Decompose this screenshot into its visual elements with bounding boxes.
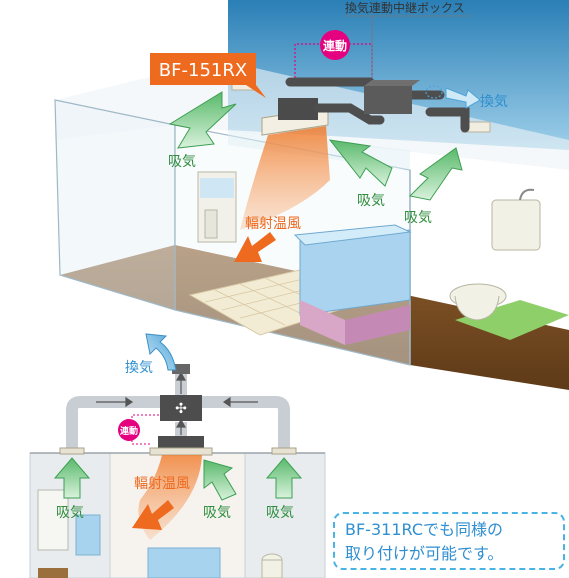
interlock-badge-schematic: 連動 [118,419,140,441]
note-line-2: 取り付けが可能です。 [345,544,504,563]
intake-arrow-schematic-left [53,457,91,499]
exhaust-arrow-top [445,87,481,109]
intake-label-schematic-right: 吸気 [266,505,294,521]
intake-arrow-top-center [328,139,393,187]
intake-arrow-schematic-right [265,457,303,499]
exhaust-arrow-schematic [145,333,177,371]
intake-label-top-right: 吸気 [404,210,432,226]
note-line-1: BF-311RCでも同様の [345,520,503,539]
relay-box-label: 換気連動中継ボックス [345,0,465,15]
intake-arrow-top-right [408,147,463,201]
svg-text:✣: ✣ [175,401,187,417]
warm-air-label-top: 輻射温風 [245,216,301,232]
model-label: BF-151RX [159,60,247,81]
interlock-label-schematic: 連動 [120,425,138,437]
intake-label-schematic-center: 吸気 [203,505,231,521]
intake-arrow-top-left [168,91,237,149]
model-badge: BF-151RX [150,53,266,98]
exhaust-label-schematic: 換気 [125,360,153,376]
intake-arrow-schematic-center [203,459,237,501]
intake-label-top-left: 吸気 [168,154,196,170]
intake-label-top-center: 吸気 [357,193,385,209]
intake-label-schematic-left: 吸気 [56,505,84,521]
warm-air-label-schematic: 輻射温風 [134,476,190,492]
interlock-label-top: 連動 [323,38,347,53]
compatibility-note: BF-311RCでも同様の 取り付けが可能です。 [333,512,565,570]
room-illustration [54,0,569,390]
exhaust-label-top: 換気 [480,94,508,110]
interlock-badge-top: 連動 [320,30,350,60]
